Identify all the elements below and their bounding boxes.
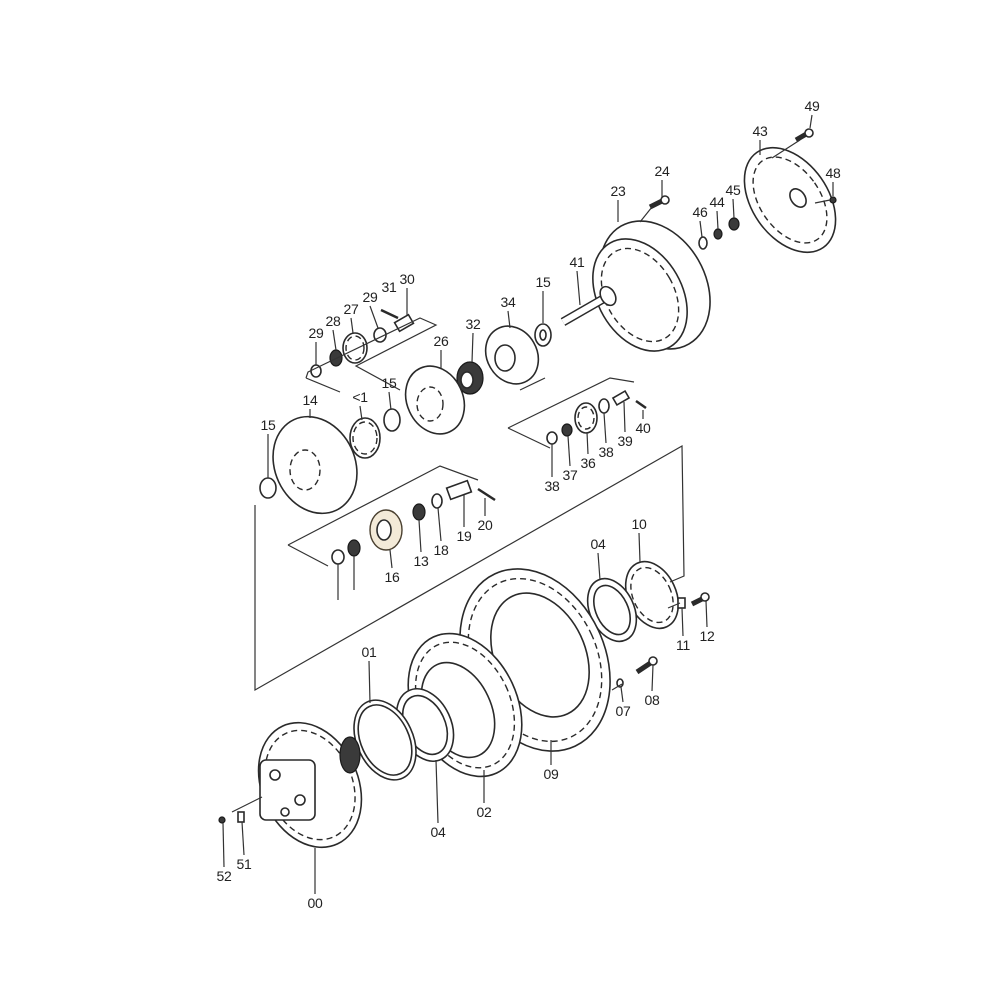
bolt-12 [690, 592, 710, 607]
pin-30 [393, 313, 415, 333]
part-label-31: 31 [381, 279, 397, 295]
travel-motor-00 [257, 721, 363, 849]
part-label-01: 01 [361, 644, 377, 660]
part-label-15: 15 [535, 274, 551, 290]
plug-48 [829, 196, 837, 204]
part-label-13: 13 [413, 553, 429, 569]
part-label-48: 48 [825, 165, 841, 181]
part-label-46: 46 [692, 204, 708, 220]
part-label-43: 43 [752, 123, 768, 139]
sun-gear-32 [456, 361, 484, 395]
part-label-40: 40 [635, 420, 651, 436]
bearing-lower [347, 539, 361, 557]
part-label-08: 08 [644, 692, 660, 708]
part-label-32: 32 [465, 316, 481, 332]
spring-pin-40 [635, 399, 647, 410]
washer-07 [616, 678, 624, 688]
part-label-49: 49 [804, 98, 820, 114]
part-label-09: 09 [543, 766, 559, 782]
part-label-15: 15 [260, 417, 276, 433]
bearing-37 [561, 423, 573, 437]
part-label-11: 11 [676, 637, 690, 653]
washer-18 [431, 493, 443, 509]
part-label-38: 38 [544, 478, 560, 494]
sun-gear-21 [349, 417, 381, 459]
washer-lower [331, 549, 345, 565]
part-label-04: 04 [590, 536, 606, 552]
part-label-12: 12 [699, 628, 715, 644]
part-label-36: 36 [580, 455, 596, 471]
thrust-washer-15c [259, 477, 277, 499]
part-label-1: <1 [352, 389, 368, 405]
part-label-02: 02 [476, 804, 492, 820]
part-label-44: 44 [709, 194, 725, 210]
part-label-15: 15 [381, 375, 397, 391]
part-label-07: 07 [615, 703, 631, 719]
part-label-28: 28 [325, 313, 341, 329]
carrier-26 [404, 365, 466, 435]
washer-46 [698, 236, 708, 250]
bolt-08 [635, 656, 658, 675]
part-label-41: 41 [569, 254, 585, 270]
part-label-10: 10 [631, 516, 647, 532]
spring-pin-20 [477, 487, 496, 502]
thrust-washer-15b [383, 408, 401, 432]
planet-gear-36 [574, 402, 598, 434]
part-label-45: 45 [725, 182, 741, 198]
part-label-38: 38 [598, 444, 614, 460]
part-label-18: 18 [433, 542, 449, 558]
washer-38b [598, 398, 610, 414]
leader-lines [222, 114, 834, 894]
lock-plate-11 [677, 597, 686, 609]
part-label-24: 24 [654, 163, 670, 179]
part-label-27: 27 [343, 301, 359, 317]
part-label-29: 29 [362, 289, 378, 305]
thrust-washer-15 [534, 323, 552, 347]
screw-52 [218, 816, 226, 824]
bracket-51 [237, 811, 245, 823]
part-label-51: 51 [236, 856, 252, 872]
part-label-20: 20 [477, 517, 493, 533]
carrier-34 [484, 325, 540, 385]
spring-pin-31 [380, 308, 399, 320]
bolt-49 [794, 128, 814, 143]
part-label-14: 14 [302, 392, 318, 408]
assembly-group-lines [231, 139, 831, 813]
bearing-45 [728, 217, 740, 231]
part-label-26: 26 [433, 333, 449, 349]
planet-gear-27 [342, 332, 368, 364]
part-label-37: 37 [562, 467, 578, 483]
part-label-52: 52 [216, 868, 232, 884]
part-label-19: 19 [456, 528, 472, 544]
ring-44 [713, 228, 723, 240]
bearing-10 [624, 560, 680, 630]
part-label-04: 04 [430, 824, 446, 840]
washer-38a [546, 431, 558, 445]
pin-19 [445, 479, 473, 501]
part-label-39: 39 [617, 433, 633, 449]
part-label-00: 00 [307, 895, 323, 911]
part-label-30: 30 [399, 271, 415, 287]
part-label-16: 16 [384, 569, 400, 585]
bearing-13 [412, 503, 426, 521]
planet-gear-16 [369, 509, 403, 551]
ring-gear-housing-23 [592, 220, 711, 352]
bolt-24 [648, 195, 670, 210]
part-label-23: 23 [610, 183, 626, 199]
pin-39 [611, 389, 631, 407]
part-label-29: 29 [308, 325, 324, 341]
part-label-34: 34 [500, 294, 516, 310]
shaft-41 [560, 285, 617, 326]
carrier-14 [272, 415, 358, 515]
cover-plate-43 [743, 146, 837, 254]
